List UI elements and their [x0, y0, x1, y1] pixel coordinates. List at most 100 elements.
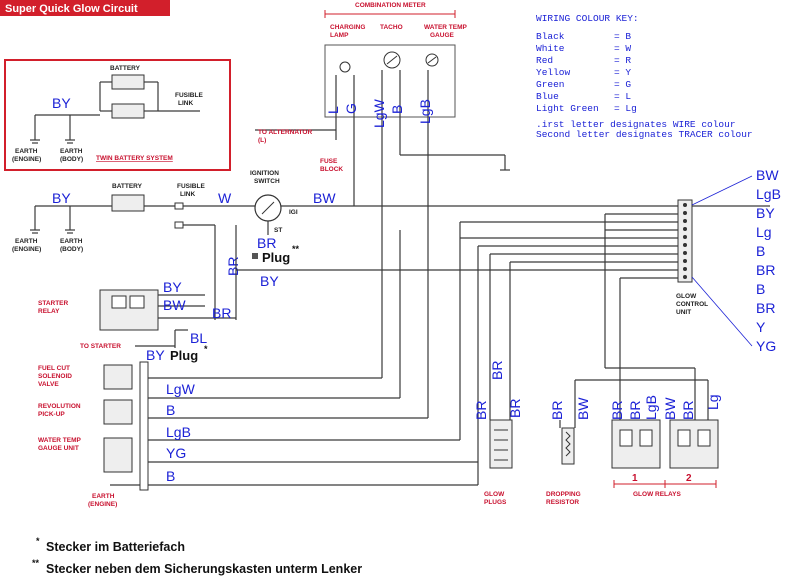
meter-wire-b: B	[389, 105, 405, 114]
earth-body-label: EARTH	[60, 238, 83, 245]
twin-fusible-label: FUSIBLE	[175, 92, 203, 99]
meter-wire-g: G	[343, 103, 359, 114]
key-title: WIRING COLOUR KEY:	[536, 13, 639, 24]
main-w-wire: W	[218, 190, 232, 206]
gcu-wire-5: BR	[756, 262, 775, 278]
key-row-5-color: Blue	[536, 91, 559, 102]
relay-wire-1: BR	[627, 401, 643, 420]
footnotes: * Stecker im Batteriefach ** Stecker neb…	[32, 536, 362, 576]
svg-text:(L): (L)	[258, 137, 266, 144]
footnote-2: Stecker neben dem Sicherungskasten unter…	[46, 562, 362, 576]
left-components: FUEL CUT SOLENOID VALVE REVOLUTION PICK-…	[38, 230, 478, 508]
water-temp-unit-label: WATER TEMP	[38, 437, 82, 444]
twin-earth-engine: EARTH	[15, 148, 38, 155]
key-row-4-color: Green	[536, 79, 565, 90]
meter-wire-lgw: LgW	[371, 98, 387, 128]
gcu-wire-2: BY	[756, 205, 775, 221]
res-bw-wire: BW	[575, 397, 591, 420]
twin-by-wire: BY	[52, 95, 71, 111]
plug-top-mark: **	[292, 244, 300, 254]
key-note-2: Second letter designates TRACER colour	[536, 129, 753, 140]
gcu-wire-3: Lg	[756, 224, 772, 240]
starter-br-wire: BR	[212, 305, 231, 321]
gcu-wire-4: B	[756, 243, 765, 259]
title-banner	[0, 0, 170, 16]
gcu-wire-8: Y	[756, 319, 766, 335]
st-label: ST	[274, 227, 282, 234]
gcu-wire-6: B	[756, 281, 765, 297]
br-vertical-wire: BR	[225, 257, 241, 276]
twin-battery-system: BATTERY FUSIBLE LINK BY EARTH (ENGINE) E…	[4, 59, 231, 171]
ignition-switch-label: IGNITION	[250, 170, 279, 177]
plugs-br-1: BR	[473, 401, 489, 420]
relay-wire-5: Lg	[705, 394, 721, 410]
left-wire-b1: B	[166, 402, 175, 418]
svg-text:SOLENOID: SOLENOID	[38, 373, 72, 380]
gcu-wire-9: YG	[756, 338, 776, 354]
svg-text:(ENGINE): (ENGINE)	[12, 246, 41, 253]
igi-label: IGI	[289, 209, 298, 216]
glow-plugs: BR BR BR GLOW PLUGS	[473, 361, 523, 506]
svg-text:SWITCH: SWITCH	[254, 178, 280, 185]
glow-control-label: GLOW	[676, 293, 697, 300]
res-br-wire: BR	[549, 401, 565, 420]
svg-text:GAUGE: GAUGE	[430, 32, 455, 39]
twin-earth-body: EARTH	[60, 148, 83, 155]
key-row-2-code: = R	[614, 55, 631, 66]
relay-wire-4: BR	[680, 401, 696, 420]
key-row-0-color: Black	[536, 31, 565, 42]
relay-1-label: 1	[632, 473, 638, 484]
meter-wire-lgb: LgB	[417, 99, 433, 124]
relay-2-label: 2	[686, 473, 692, 484]
svg-text:UNIT: UNIT	[676, 309, 691, 316]
charging-lamp-icon	[339, 61, 351, 73]
twin-battery-label: BATTERY	[110, 65, 141, 72]
combination-meter-title: COMBINATION METER	[355, 2, 426, 9]
plugs-br-2: BR	[489, 361, 505, 380]
plug-by-wire: BY	[146, 347, 165, 363]
diagram-title: Super Quick Glow Circuit	[5, 3, 138, 15]
plug-starter-label: Plug	[170, 348, 198, 363]
meter-wire-l: L	[325, 106, 341, 114]
svg-text:BLOCK: BLOCK	[320, 166, 343, 173]
key-row-1-color: White	[536, 43, 565, 54]
left-wire-lgb: LgB	[166, 424, 191, 440]
wiring-colour-key: WIRING COLOUR KEY: Black = B White = W R…	[536, 13, 753, 140]
left-wire-lgw: LgW	[166, 381, 196, 397]
footnote-1-mark: *	[36, 536, 40, 546]
dropping-resistor-label: DROPPING	[546, 491, 581, 498]
svg-text:CONTROL: CONTROL	[676, 301, 708, 308]
gcu-wire-0: BW	[756, 167, 779, 183]
main-bw-wire: BW	[313, 190, 336, 206]
relay-wire-0: BR	[609, 401, 625, 420]
key-row-3-color: Yellow	[536, 67, 571, 78]
plugs-br-3: BR	[507, 399, 523, 418]
to-starter-label: TO STARTER	[80, 343, 121, 350]
svg-text:RELAY: RELAY	[38, 308, 60, 315]
fuel-cut-label: FUEL CUT	[38, 365, 70, 372]
starter-relay-label: STARTER	[38, 300, 69, 307]
svg-text:(ENGINE): (ENGINE)	[12, 156, 41, 163]
key-note-1: .irst letter designates WIRE colour	[536, 119, 736, 130]
left-wire-b2: B	[166, 468, 175, 484]
combination-meter: COMBINATION METER CHARGING LAMP TACHO WA…	[324, 2, 468, 240]
footnote-1: Stecker im Batteriefach	[46, 540, 185, 554]
key-row-1-code: = W	[614, 43, 631, 54]
starter-relay-section: STARTER RELAY BY BW BR BL TO STARTER BY …	[38, 279, 236, 363]
relay-wire-3: BW	[662, 397, 678, 420]
svg-text:LINK: LINK	[178, 100, 193, 107]
plug-top-label: Plug	[262, 250, 290, 265]
left-wire-yg: YG	[166, 445, 186, 461]
svg-text:(BODY): (BODY)	[60, 246, 83, 253]
twin-battery-title: TWIN BATTERY SYSTEM	[96, 155, 173, 162]
glow-control-unit: GLOW CONTROL UNIT BW LgB BY Lg B BR B	[236, 167, 781, 485]
key-row-2-color: Red	[536, 55, 553, 66]
svg-text:(ENGINE): (ENGINE)	[88, 501, 117, 508]
svg-text:PICK-UP: PICK-UP	[38, 411, 65, 418]
plug-starter-mark: *	[204, 344, 208, 354]
battery-ignition-section: BATTERY BY EARTH (ENGINE) EARTH (BODY) F…	[12, 129, 770, 320]
left-earth-engine-label: EARTH	[92, 493, 115, 500]
starter-bl-wire: BL	[190, 330, 207, 346]
key-row-4-code: = G	[614, 79, 631, 90]
earth-engine-label: EARTH	[15, 238, 38, 245]
